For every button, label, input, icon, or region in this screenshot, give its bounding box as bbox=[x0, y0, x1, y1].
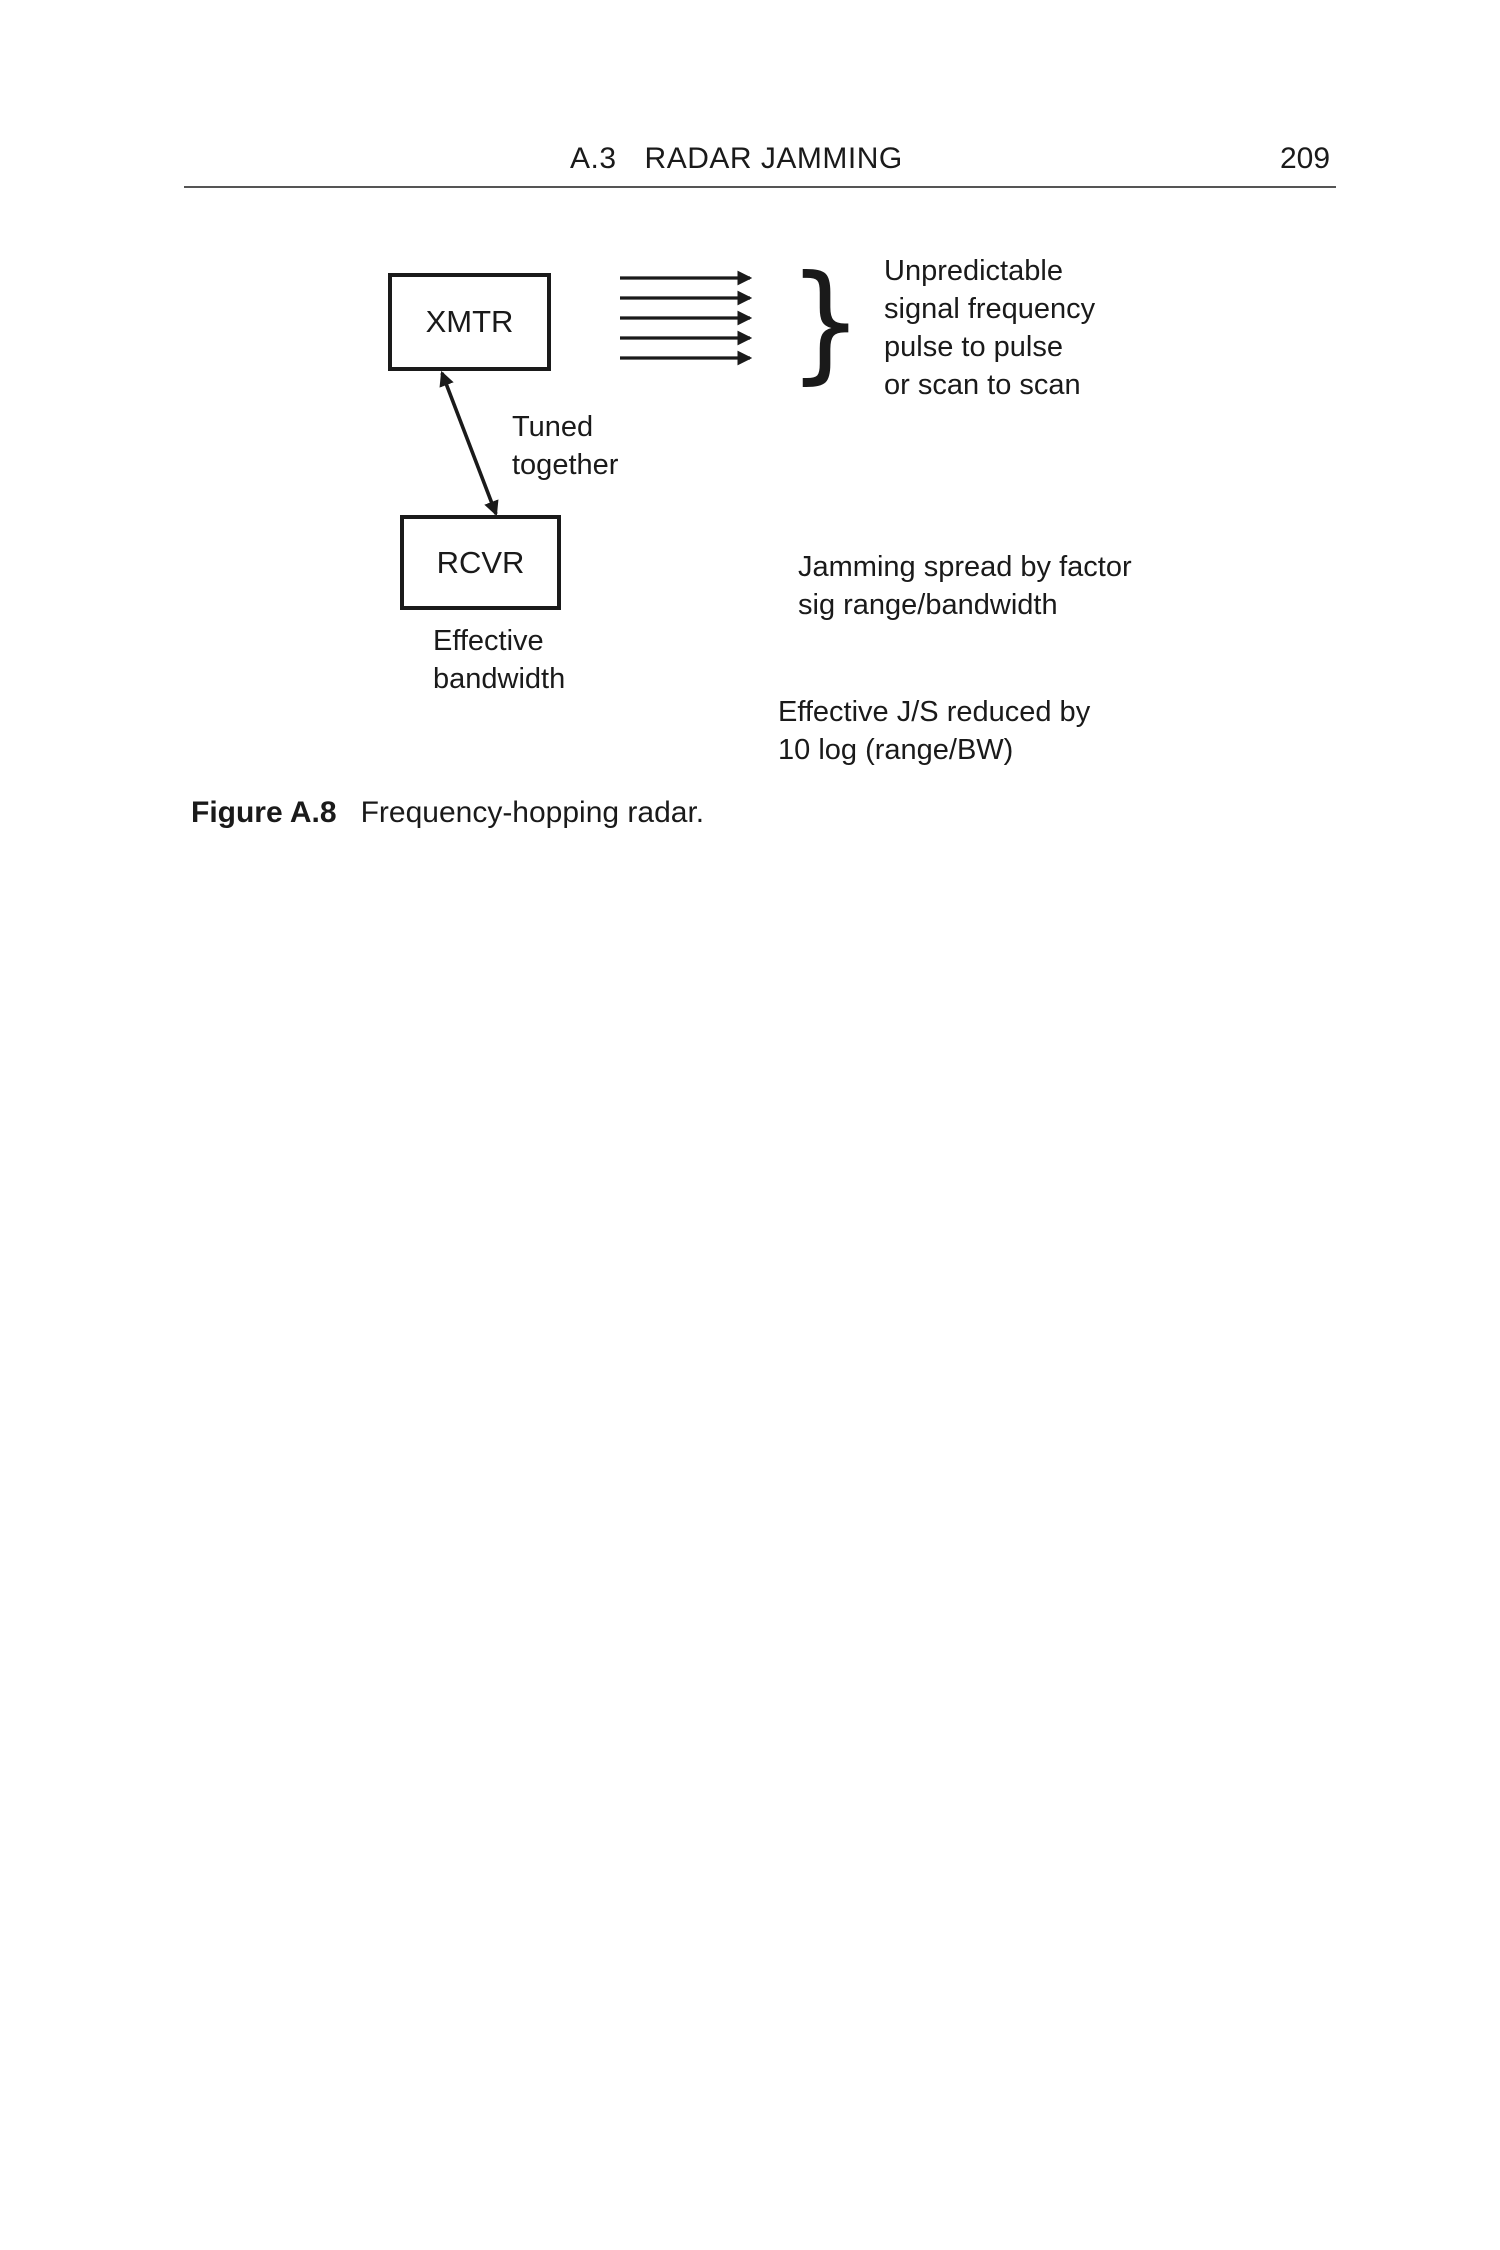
effective-bandwidth-label: Effective bandwidth bbox=[433, 625, 566, 695]
header-rule bbox=[184, 186, 1336, 188]
running-header: A.3 RADAR JAMMING bbox=[570, 142, 903, 176]
xmtr-label: XMTR bbox=[425, 304, 514, 339]
figure-caption: Figure A.8 Frequency-hopping radar. bbox=[191, 796, 704, 830]
figure-caption-label: Figure A.8 bbox=[191, 796, 337, 829]
right-brace-glyph: } bbox=[788, 247, 864, 397]
rcvr-box: RCVR bbox=[400, 515, 561, 610]
tuned-together-label: Tuned together bbox=[512, 411, 619, 481]
signal-arrows-icon bbox=[620, 270, 753, 366]
figure-caption-title: Frequency-hopping radar. bbox=[360, 796, 705, 829]
tuned-link-arrow-icon bbox=[439, 370, 499, 517]
xmtr-box: XMTR bbox=[388, 273, 551, 371]
rcvr-label: RCVR bbox=[436, 544, 525, 580]
section-number: A.3 bbox=[570, 142, 617, 175]
section-title: RADAR JAMMING bbox=[644, 142, 903, 175]
page-number: 209 bbox=[1280, 142, 1331, 175]
jamming-spread-note: Jamming spread by factor sig range/bandw… bbox=[798, 551, 1132, 621]
effective-js-note: Effective J/S reduced by 10 log (range/B… bbox=[778, 696, 1091, 766]
unpredictable-note: Unpredictable signal frequency pulse to … bbox=[884, 255, 1096, 401]
